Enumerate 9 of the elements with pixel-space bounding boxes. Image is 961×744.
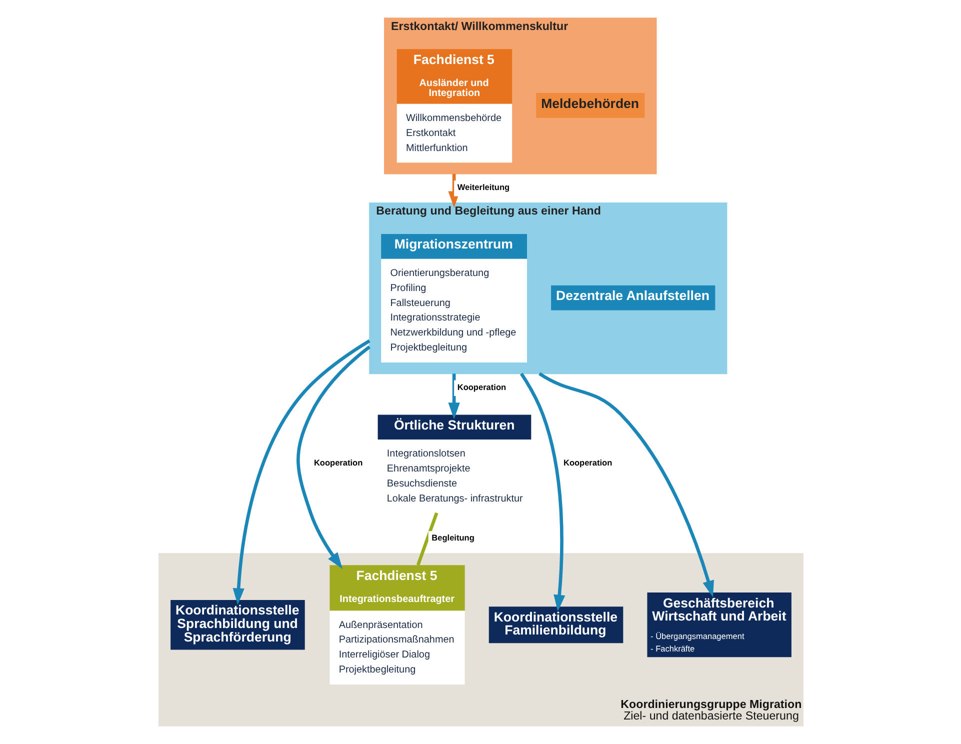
edge-label: Begleitung — [431, 534, 474, 543]
node-label: Integrationslotsen — [386, 448, 465, 460]
edge-label: Weiterleitung — [456, 183, 510, 192]
node-label: Ehrenamtsprojekte — [386, 464, 470, 475]
node-label: Lokale Beratungs- infrastruktur — [386, 493, 522, 504]
edge-label: Kooperation — [313, 458, 362, 468]
edge-label: Kooperation — [456, 382, 506, 392]
edge-label: Kooperation — [562, 458, 612, 468]
node-label: Besuchsdienste — [386, 478, 457, 490]
